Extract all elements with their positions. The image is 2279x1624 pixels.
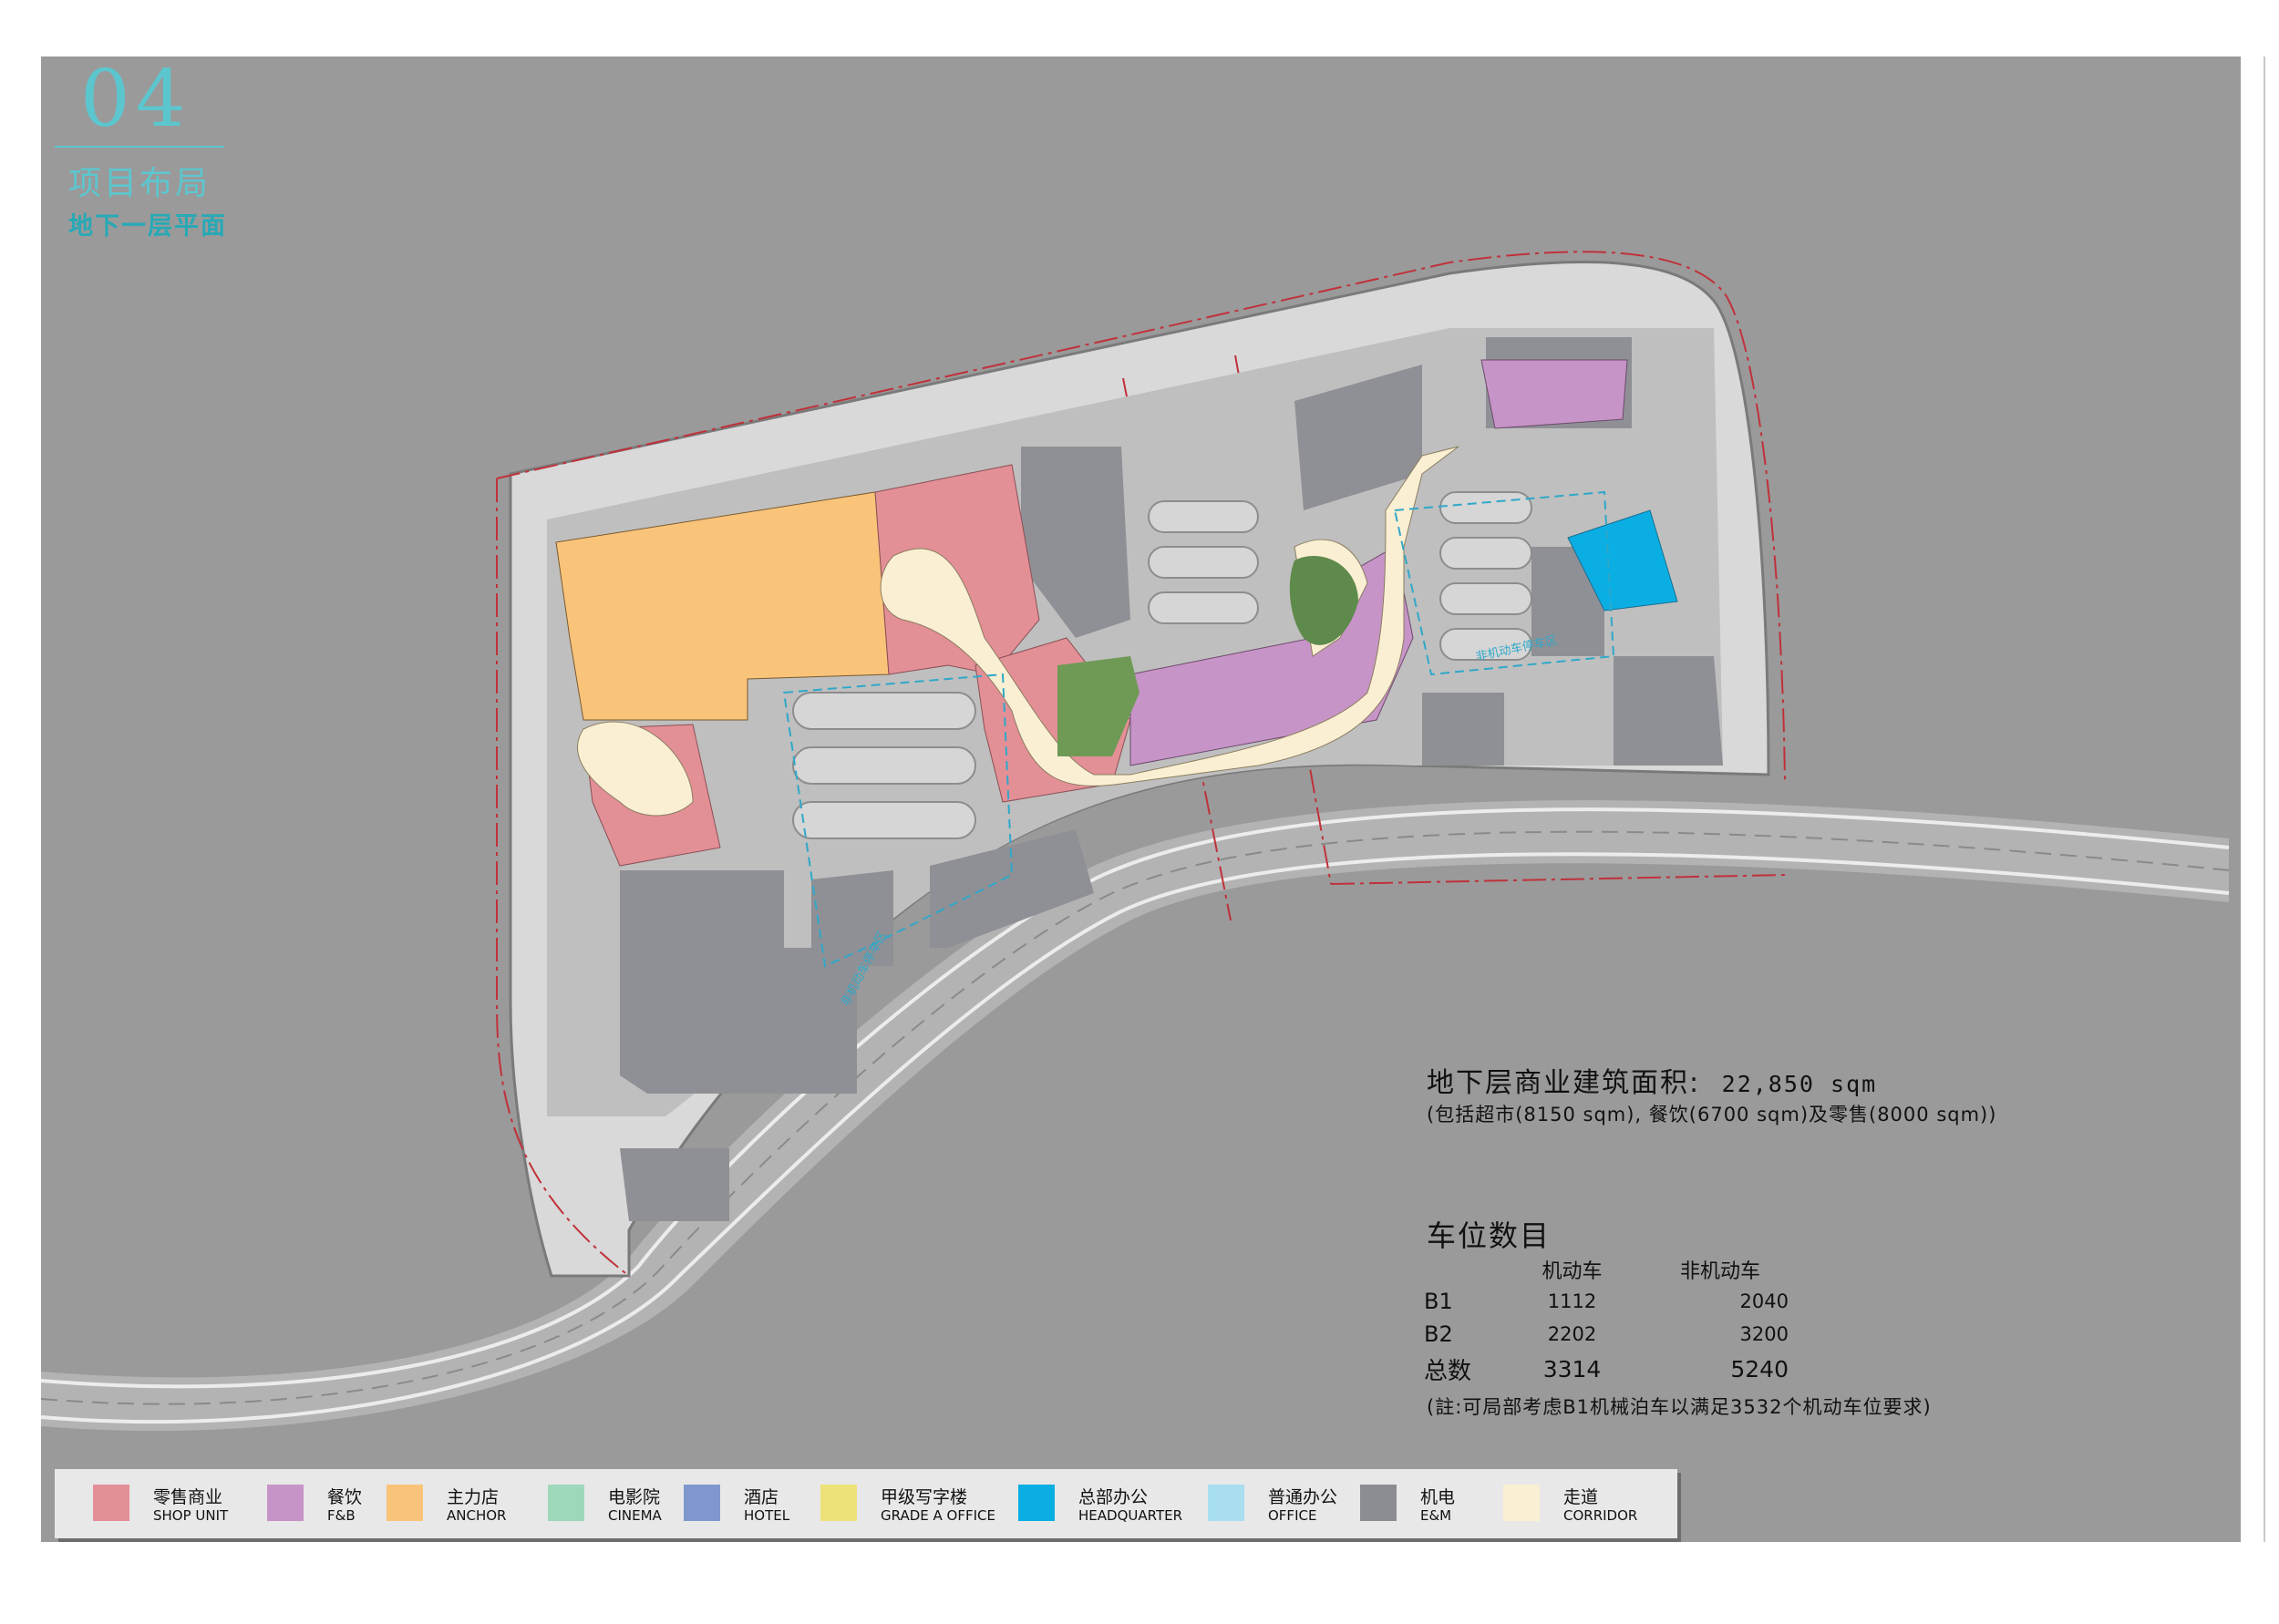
legend-label-cn: 普通办公 <box>1268 1487 1338 1507</box>
legend-label-en: GRADE A OFFICE <box>881 1507 995 1524</box>
legend-label-en: F&B <box>327 1507 356 1524</box>
area-heading-label: 地下层商业建筑面积: <box>1427 1067 1701 1099</box>
parking-header-row: 机动车 非机动车 <box>1424 1254 1802 1285</box>
legend-label-cn: 总部办公 <box>1078 1487 1149 1507</box>
legend-swatch <box>820 1485 857 1521</box>
legend-label-en: E&M <box>1420 1507 1452 1524</box>
area-heading: 地下层商业建筑面积: 22,850 sqm <box>1427 1060 1877 1100</box>
section-subtitle: 地下一层平面 <box>68 212 227 241</box>
parking-row-motor: 2202 <box>1547 1323 1597 1345</box>
parking-header-motor: 机动车 <box>1542 1260 1603 1283</box>
parking-row-nonmotor: 5240 <box>1730 1355 1789 1382</box>
section-rule <box>55 146 224 148</box>
parking-table: 机动车 非机动车 B1 1112 2040 B2 2202 3200 总数 33… <box>1424 1254 1802 1387</box>
parking-header-nonmotor: 非机动车 <box>1679 1260 1760 1283</box>
legend-label-cn: 主力店 <box>447 1487 500 1507</box>
parking-row-motor: 3314 <box>1542 1355 1602 1382</box>
parking-row-label: B2 <box>1424 1321 1453 1347</box>
legend-swatch <box>387 1485 423 1521</box>
parking-note: (註:可局部考虑B1机械泊车以满足3532个机动车位要求) <box>1427 1396 1932 1418</box>
legend-swatch <box>548 1485 584 1521</box>
legend-label-en: CORRIDOR <box>1563 1507 1638 1524</box>
legend-label-en: HOTEL <box>744 1507 790 1524</box>
legend-label-cn: 甲级写字楼 <box>881 1487 968 1507</box>
parking-row-label: 总数 <box>1424 1357 1472 1385</box>
legend-label-cn: 餐饮 <box>327 1487 363 1507</box>
section-title: 项目布局 <box>68 165 211 202</box>
drawing-sheet <box>41 57 2241 1542</box>
legend-swatch <box>267 1485 304 1521</box>
parking-row-total: 总数 3314 5240 <box>1424 1351 1802 1387</box>
legend-label-cn: 走道 <box>1563 1487 1599 1507</box>
legend-label-en: OFFICE <box>1268 1507 1317 1524</box>
legend-label-cn: 电影院 <box>608 1487 661 1507</box>
legend-swatch <box>684 1485 720 1521</box>
e-and-m-zones <box>620 337 1723 1221</box>
legend-label-en: SHOP UNIT <box>153 1507 229 1524</box>
legend-swatch <box>1018 1485 1055 1521</box>
legend-swatch <box>93 1485 129 1521</box>
legend-label-en: ANCHOR <box>447 1507 507 1524</box>
parking-row-motor: 1112 <box>1547 1290 1597 1312</box>
parking-bays <box>792 491 1532 839</box>
legend-label-cn: 零售商业 <box>153 1487 223 1507</box>
parking-row-nonmotor: 3200 <box>1739 1323 1789 1345</box>
section-number: 04 <box>80 54 191 145</box>
legend: 零售商业 SHOP UNIT 餐饮 F&B 主力店 ANCHOR 电影院 CIN… <box>55 1469 1677 1538</box>
highway <box>40 800 2230 1432</box>
parking-row-nonmotor: 2040 <box>1739 1290 1789 1312</box>
area-breakdown: (包括超市(8150 sqm), 餐饮(6700 sqm)及零售(8000 sq… <box>1427 1104 1997 1125</box>
sheet-edge-line <box>2264 57 2265 1542</box>
parking-title: 车位数目 <box>1427 1218 1552 1253</box>
legend-swatch <box>1208 1485 1244 1521</box>
legend-label-en: HEADQUARTER <box>1078 1507 1183 1524</box>
headquarter-zone <box>1567 509 1678 612</box>
parking-row-b2: B2 2202 3200 <box>1424 1318 1802 1351</box>
legend-swatch <box>1503 1485 1540 1521</box>
bike-parking-outlines <box>782 490 1615 968</box>
legend-label-en: CINEMA <box>608 1507 662 1524</box>
legend-label-cn: 机电 <box>1420 1487 1456 1507</box>
parking-row-b1: B1 1112 2040 <box>1424 1285 1802 1318</box>
legend-label-cn: 酒店 <box>744 1487 779 1507</box>
parking-header-blank <box>1424 1254 1506 1285</box>
green-courtyards <box>1057 556 1358 756</box>
legend-swatch <box>1360 1485 1397 1521</box>
parking-row-label: B1 <box>1424 1289 1453 1314</box>
area-heading-value: 22,850 sqm <box>1721 1071 1878 1097</box>
